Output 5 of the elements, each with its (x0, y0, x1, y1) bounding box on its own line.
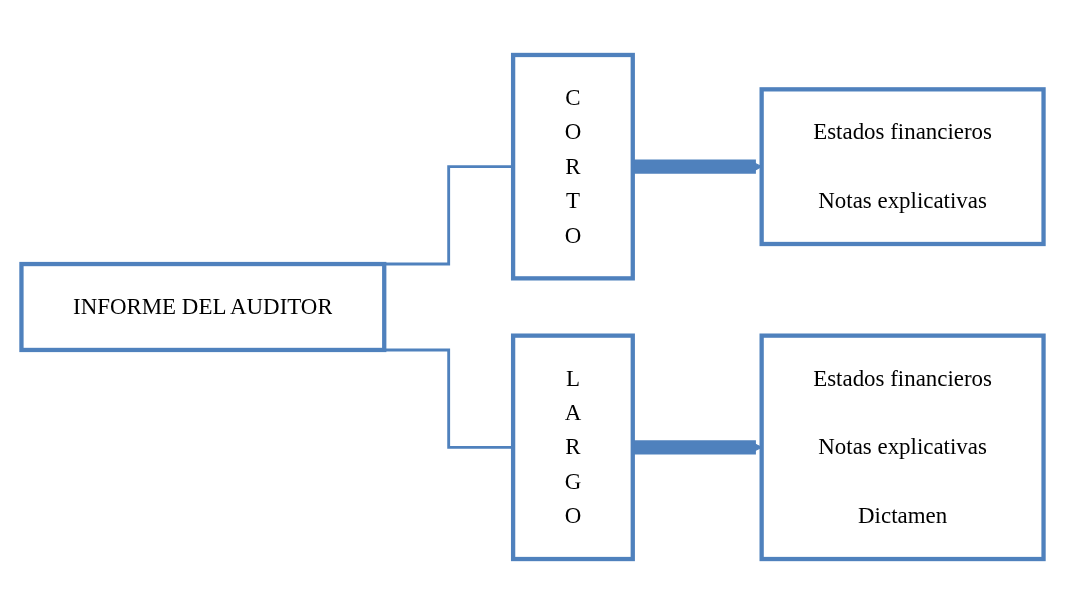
node-box: LARGO (510, 333, 635, 561)
node-box: INFORME DEL AUDITOR (19, 261, 387, 352)
node-box: Estados financieros Notas explicativas (759, 86, 1046, 246)
node-box: CORTO (510, 52, 635, 280)
node-box: Estados financieros Notas explicativas Dictamen (759, 333, 1046, 561)
